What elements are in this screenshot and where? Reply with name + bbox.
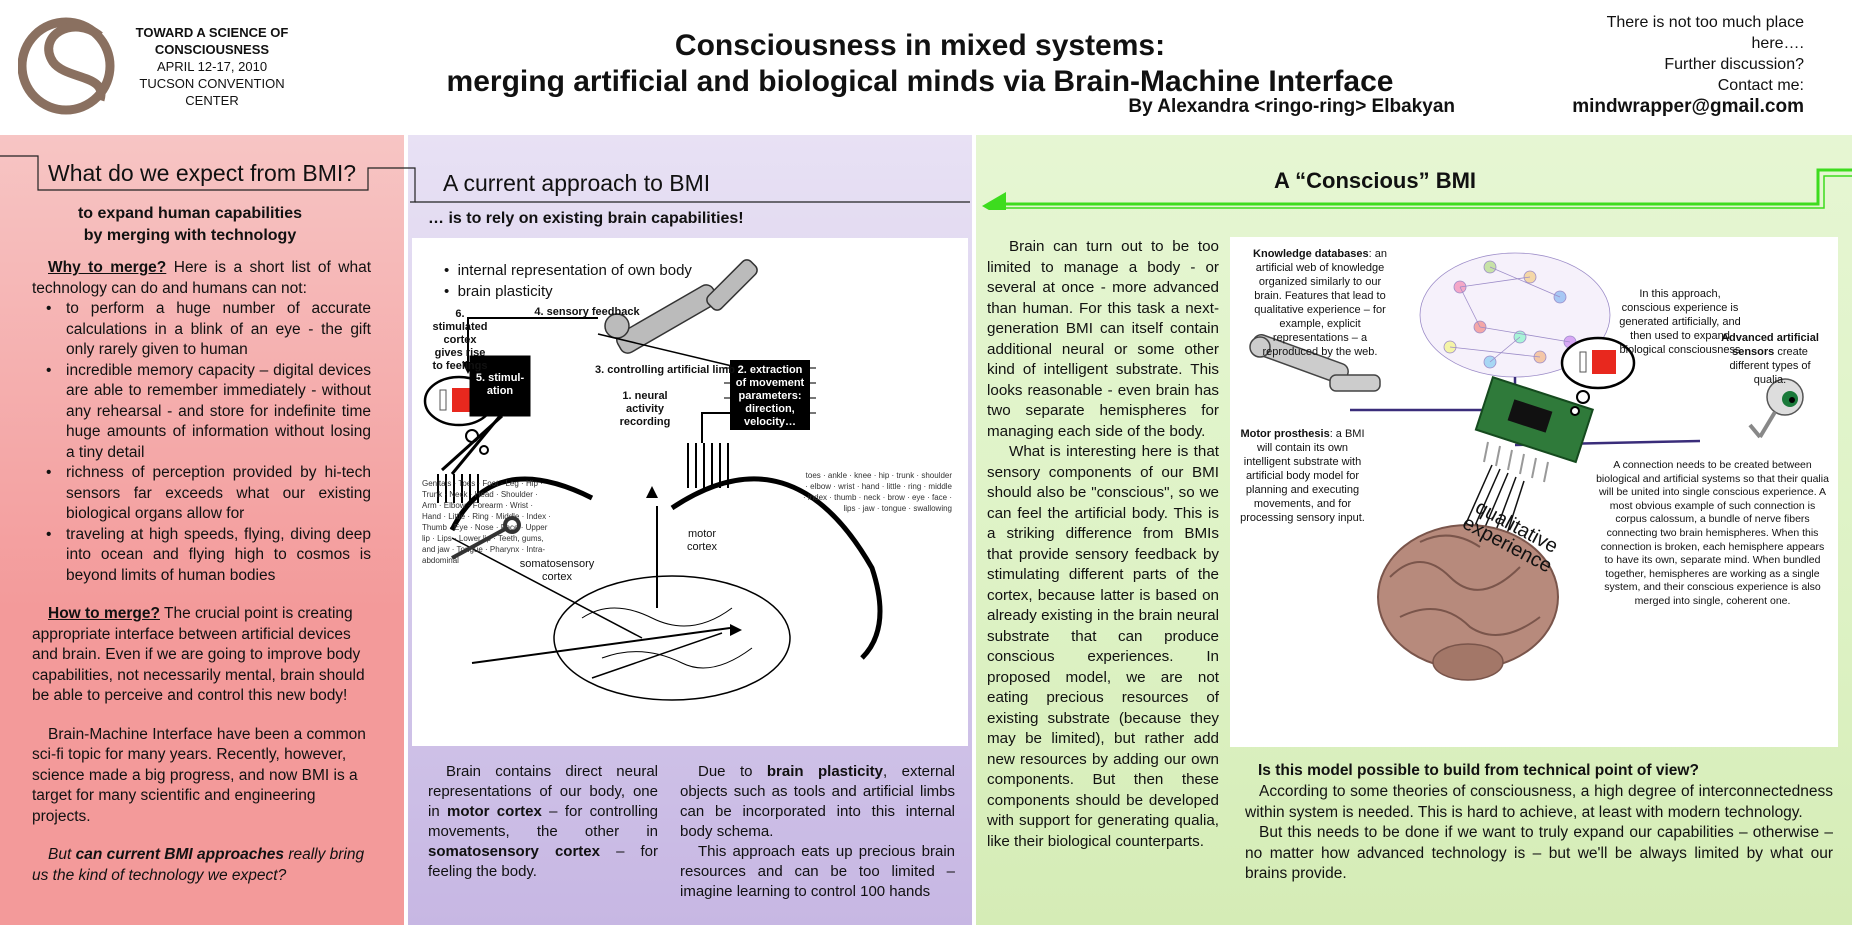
conf-line-3: APRIL 12-17, 2010	[156, 59, 268, 74]
col1-body: Why to merge? Here is a short list of wh…	[32, 258, 371, 904]
contact-block: There is not too much place here…. Furth…	[1520, 12, 1804, 96]
poster-title: Consciousness in mixed systems: merging …	[330, 28, 1510, 100]
connection-label: A connection needs to be created between…	[1596, 459, 1829, 607]
col2-text-left: Brain contains direct neural representat…	[428, 763, 659, 880]
col1-subheading: to expand human capabilities by merging …	[40, 203, 340, 247]
eye-sensor-icon	[1748, 378, 1804, 439]
label-stimulated: 6. stimulated cortex gives rise to feeli…	[432, 308, 488, 372]
col1-heading: What do we expect from BMI?	[48, 160, 357, 186]
conference-info: TOWARD A SCIENCE OF CONSCIOUSNESS APRIL …	[122, 24, 302, 109]
col1-subheading-line1: to expand human capabilities	[77, 205, 303, 222]
motor-arc	[670, 476, 883, 660]
figure-drawing	[1249, 252, 1804, 681]
how-text: The crucial point is creating appropriat…	[32, 605, 365, 704]
col3-question: Is this model possible to build from tec…	[1258, 762, 1699, 779]
why-label: Why to merge?	[48, 259, 167, 276]
conf-line-1: TOWARD A SCIENCE OF	[135, 25, 289, 40]
col3-bottom-para2: But this needs to be done if we want to …	[1245, 824, 1833, 882]
approach-label: In this approach, conscious experience i…	[1619, 288, 1741, 356]
red-quale-square	[1592, 350, 1616, 374]
prosthesis-icon	[1249, 334, 1381, 392]
conf-line-4: TUCSON CONVENTION	[139, 76, 285, 91]
list-item: • brain plasticity	[444, 283, 553, 300]
conf-line-5: CENTER	[185, 93, 239, 108]
bmi-loop-diagram: • internal representation of own body • …	[412, 238, 968, 746]
robot-arm-icon	[604, 259, 758, 354]
how-label: How to merge?	[48, 605, 160, 622]
kdb-label: Knowledge databases: an artificial web o…	[1253, 248, 1387, 358]
heading-connectors	[0, 155, 1852, 210]
chip-icon	[1474, 375, 1595, 483]
col3-para2: What is interesting here is that sensory…	[987, 443, 1219, 850]
diagram-bullets: • internal representation of own body • …	[444, 260, 692, 302]
knowledge-web	[1419, 252, 1611, 378]
title-line-1: Consciousness in mixed systems:	[674, 29, 1166, 62]
col3-heading: A “Conscious” BMI	[1273, 168, 1477, 193]
col3-bottom-text: According to some theories of consciousn…	[1245, 782, 1833, 885]
contact-line-3: Further discussion?	[1664, 56, 1804, 73]
author-byline: By Alexandra <ringo-ring> Elbakyan	[1128, 96, 1455, 117]
brain-outline	[553, 575, 791, 701]
list-item: • internal representation of own body	[444, 262, 692, 279]
list-item: richness of perception provided by hi-te…	[46, 463, 371, 525]
contact-line-2: here….	[1751, 35, 1804, 52]
capabilities-list: to perform a huge number of accurate cal…	[46, 299, 371, 587]
label-somatosensory: somatosensory cortex	[519, 558, 595, 583]
why-text: Here is a short list of what technology …	[32, 259, 372, 297]
conference-logo	[18, 17, 115, 115]
q-bold: can current BMI approaches	[75, 846, 285, 863]
wrench-icon	[451, 516, 521, 560]
homunculus-left-labels: Genitals · Toes · Foot · Leg · Hip · Tru…	[422, 479, 551, 565]
conscious-bmi-figure: Knowledge databases: an artificial web o…	[1230, 237, 1838, 747]
label-extraction: 2. extraction of movement parameters: di…	[735, 364, 805, 428]
q-pre: But	[48, 846, 76, 863]
contact-line-1: There is not too much place	[1606, 14, 1804, 31]
label-feedback: 4. sensory feedback	[534, 306, 640, 318]
poster-header: TOWARD A SCIENCE OF CONSCIOUSNESS APRIL …	[0, 0, 1852, 135]
homunculus-right-labels: toes · ankle · knee · hip · trunk · shou…	[803, 471, 952, 513]
label-motor: motor cortex	[687, 528, 717, 553]
motor-label: Motor prosthesis: a BMI will contain its…	[1240, 428, 1365, 524]
sensors-label: Advanced artificial sensors create diffe…	[1721, 332, 1819, 386]
title-line-2: merging artificial and biological minds …	[446, 65, 1394, 98]
q-post: really bring us the kind of technology w…	[32, 846, 365, 884]
contact-email[interactable]: mindwrapper@gmail.com	[1572, 96, 1804, 117]
diagram-drawing	[423, 259, 883, 701]
label-stimulation: 5. stimul-ation	[475, 372, 525, 397]
col1-question: But can current BMI approaches really br…	[32, 845, 371, 886]
col3-bottom-para1: According to some theories of consciousn…	[1245, 783, 1833, 821]
green-arrow	[982, 168, 1852, 210]
contact-line-4: Contact me:	[1717, 77, 1804, 94]
col2-subheading: … is to rely on existing brain capabilit…	[428, 210, 744, 227]
list-item: traveling at high speeds, flying, diving…	[46, 525, 371, 587]
col3-main-text: Brain can turn out to be too limited to …	[987, 237, 1219, 852]
label-controlling: 3. controlling artificial limb	[595, 364, 735, 376]
limits-para: This approach eats up precious brain res…	[680, 843, 955, 900]
stimulation-chip	[469, 355, 531, 417]
col1-subheading-line2: by merging with technology	[83, 227, 297, 244]
list-item: to perform a huge number of accurate cal…	[46, 299, 371, 361]
col3-para1: Brain can turn out to be too limited to …	[987, 238, 1219, 440]
col2-heading: A current approach to BMI	[443, 170, 711, 196]
somatosensory-arc	[449, 476, 594, 532]
list-item: incredible memory capacity – digital dev…	[46, 361, 371, 464]
col2-text-right: Due to brain plasticity, external object…	[680, 762, 955, 902]
label-recording: 1. neural activity recording	[619, 390, 671, 428]
conf-line-2: CONSCIOUSNESS	[154, 42, 270, 57]
extraction-chip	[730, 360, 810, 430]
col1-para3: Brain-Machine Interface have been a comm…	[32, 725, 366, 825]
plasticity-para: Due to brain plasticity, external object…	[680, 763, 955, 840]
